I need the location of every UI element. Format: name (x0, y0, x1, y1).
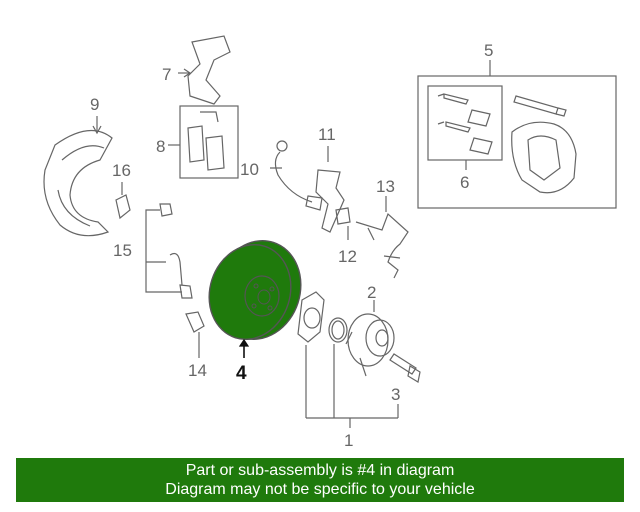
part-12-clip[interactable] (335, 207, 351, 240)
banner-line-2: Diagram may not be specific to your vehi… (165, 481, 475, 498)
part-8-brake-pads[interactable] (168, 105, 239, 179)
part-16-bracket[interactable] (115, 182, 131, 220)
callout-8: 8 (156, 137, 165, 156)
part-hub-bearing[interactable] (297, 291, 325, 418)
banner-line-1: Part or sub-assembly is #4 in diagram (185, 462, 455, 479)
part-11-hose-bracket[interactable] (315, 146, 345, 233)
callout-3: 3 (391, 385, 400, 404)
part-10-brake-hose[interactable] (270, 140, 323, 211)
callout-12: 12 (338, 247, 357, 266)
callout-1: 1 (344, 431, 353, 450)
part-5-caliper-kit[interactable] (417, 60, 617, 209)
part-snap-ring[interactable] (328, 317, 348, 418)
caliper-housing (511, 121, 577, 194)
grease-tube (513, 95, 567, 117)
part-2-wheel-hub[interactable] (345, 300, 395, 377)
leader-assembly-1 (306, 417, 398, 428)
part-4-brake-rotor[interactable] (197, 229, 313, 358)
callout-7: 7 (162, 65, 171, 84)
part-15-abs-harness[interactable] (145, 203, 193, 299)
callout-14: 14 (188, 361, 207, 380)
part-9-splash-shield[interactable] (43, 116, 113, 237)
part-14-sensor[interactable] (185, 311, 205, 358)
part-13-speed-sensor[interactable] (355, 196, 409, 279)
callout-5: 5 (484, 41, 493, 60)
callout-4: 4 (236, 363, 247, 384)
callout-13: 13 (376, 177, 395, 196)
part-3-hub-bolt[interactable] (389, 353, 421, 418)
parts-diagram: 9 16 15 14 7 8 10 (43, 35, 617, 450)
callout-6: 6 (460, 173, 469, 192)
callout-11: 11 (318, 125, 336, 144)
callout-9: 9 (90, 95, 99, 114)
info-banner: Part or sub-assembly is #4 in diagram Di… (16, 458, 624, 502)
callout-10: 10 (240, 160, 259, 179)
callout-16: 16 (112, 161, 131, 180)
callout-2: 2 (367, 283, 376, 302)
guide-pins (437, 93, 493, 155)
callout-15: 15 (113, 241, 132, 260)
part-7-caliper-bracket[interactable] (178, 35, 231, 105)
